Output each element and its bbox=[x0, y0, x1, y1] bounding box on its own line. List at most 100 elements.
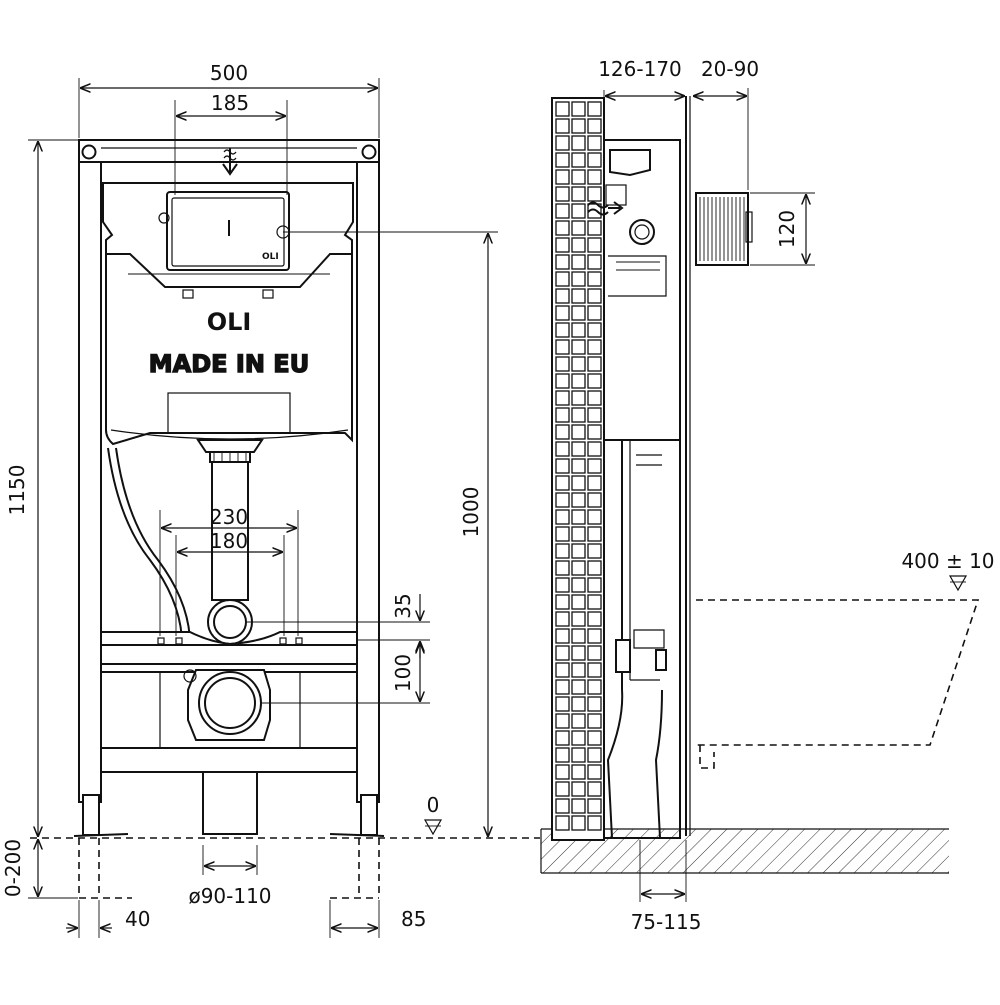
wall-tile bbox=[555, 101, 570, 117]
wall-tile bbox=[587, 815, 602, 831]
wall-tile bbox=[587, 373, 602, 389]
wall-tile bbox=[571, 679, 586, 695]
wall-tile bbox=[587, 509, 602, 525]
dim-fixing-outer: 230 bbox=[210, 505, 248, 529]
wall-tile bbox=[587, 679, 602, 695]
wall-tile bbox=[571, 526, 586, 542]
wall-tile bbox=[587, 645, 602, 661]
wall-tile bbox=[555, 305, 570, 321]
wall-tile bbox=[587, 288, 602, 304]
wall-tile bbox=[555, 526, 570, 542]
dim-bowl-height: 400 ± 10 bbox=[901, 549, 994, 573]
dim-fixing-inner: 180 bbox=[210, 529, 248, 553]
wall-tile bbox=[587, 407, 602, 423]
dim-plate-projection: 20-90 bbox=[701, 57, 759, 81]
wall-tile bbox=[571, 237, 586, 253]
dim-frame-width: 500 bbox=[210, 61, 248, 85]
wall-tile bbox=[571, 288, 586, 304]
wall-tile bbox=[587, 390, 602, 406]
wall-tile bbox=[571, 424, 586, 440]
wall-tile bbox=[555, 577, 570, 593]
wall-tile bbox=[555, 288, 570, 304]
wall-tile bbox=[571, 169, 586, 185]
wall-tile bbox=[571, 747, 586, 763]
wall-tile bbox=[571, 271, 586, 287]
wall-tile bbox=[571, 815, 586, 831]
wall-tile bbox=[555, 781, 570, 797]
wall-tile bbox=[555, 475, 570, 491]
dim-flush-box-height: 120 bbox=[775, 210, 799, 248]
front-view: OLI OLI MADE IN EU bbox=[1, 61, 540, 938]
wall-tile bbox=[587, 560, 602, 576]
dim-foot-left: 40 bbox=[125, 907, 150, 931]
wall-tile bbox=[571, 713, 586, 729]
made-in-label: MADE IN EU bbox=[149, 350, 309, 378]
wall-tile bbox=[555, 458, 570, 474]
wall-tile bbox=[571, 611, 586, 627]
dim-drain-diameter: ø90-110 bbox=[188, 884, 271, 908]
wall-tile bbox=[587, 594, 602, 610]
dim-outlet-depth: 75-115 bbox=[631, 910, 702, 934]
wall-tile bbox=[571, 322, 586, 338]
wall-tile bbox=[555, 237, 570, 253]
wall-tile bbox=[555, 611, 570, 627]
wall-tile bbox=[587, 169, 602, 185]
dim-plate-height: 1000 bbox=[459, 487, 483, 538]
dim-total-height: 1150 bbox=[5, 465, 29, 516]
module-body bbox=[604, 96, 691, 839]
brick-wall bbox=[551, 97, 605, 841]
wall-tile bbox=[555, 424, 570, 440]
dim-foot-right: 85 bbox=[401, 907, 426, 931]
wall-tile bbox=[571, 764, 586, 780]
wall-tile bbox=[587, 628, 602, 644]
wall-tile bbox=[555, 441, 570, 457]
wall-tile bbox=[587, 543, 602, 559]
wall-tile bbox=[587, 696, 602, 712]
wall-tile bbox=[555, 135, 570, 151]
wall-tile bbox=[587, 764, 602, 780]
wall-tile bbox=[555, 747, 570, 763]
dim-plate-width: 185 bbox=[211, 91, 249, 115]
wall-tile bbox=[571, 662, 586, 678]
wall-tile bbox=[571, 305, 586, 321]
wall-tile bbox=[571, 220, 586, 236]
wall-tile bbox=[587, 424, 602, 440]
wall-tile bbox=[587, 747, 602, 763]
wall-tile bbox=[587, 118, 602, 134]
wall-tile bbox=[587, 611, 602, 627]
wall-tile bbox=[555, 543, 570, 559]
wall-tile bbox=[571, 577, 586, 593]
wall-tile bbox=[555, 509, 570, 525]
wall-tile bbox=[587, 135, 602, 151]
brand-logo: OLI bbox=[207, 308, 252, 336]
wall-tile bbox=[571, 543, 586, 559]
wall-tile bbox=[587, 526, 602, 542]
frame-crossbars bbox=[100, 631, 358, 773]
wall-tile bbox=[571, 628, 586, 644]
flush-plate-opening: OLI bbox=[158, 191, 290, 271]
floor-hatch bbox=[540, 828, 949, 874]
wall-tile bbox=[571, 118, 586, 134]
wall-tile bbox=[571, 696, 586, 712]
wall-tile bbox=[555, 203, 570, 219]
wall-tile bbox=[571, 730, 586, 746]
wall-tile bbox=[555, 594, 570, 610]
wall-tile bbox=[571, 458, 586, 474]
wall-tile bbox=[587, 441, 602, 457]
wall-tile bbox=[555, 118, 570, 134]
wall-tile bbox=[555, 815, 570, 831]
wall-tile bbox=[571, 390, 586, 406]
wall-tile bbox=[587, 186, 602, 202]
wall-tile bbox=[587, 356, 602, 372]
dim-wall-depth: 126-170 bbox=[598, 57, 682, 81]
wall-tile bbox=[555, 186, 570, 202]
wall-tile bbox=[555, 713, 570, 729]
wall-tile bbox=[587, 220, 602, 236]
wall-tile bbox=[587, 730, 602, 746]
wall-tile bbox=[587, 781, 602, 797]
wall-tile bbox=[587, 662, 602, 678]
wall-tile bbox=[587, 458, 602, 474]
wall-tile bbox=[587, 254, 602, 270]
wall-tile bbox=[571, 781, 586, 797]
